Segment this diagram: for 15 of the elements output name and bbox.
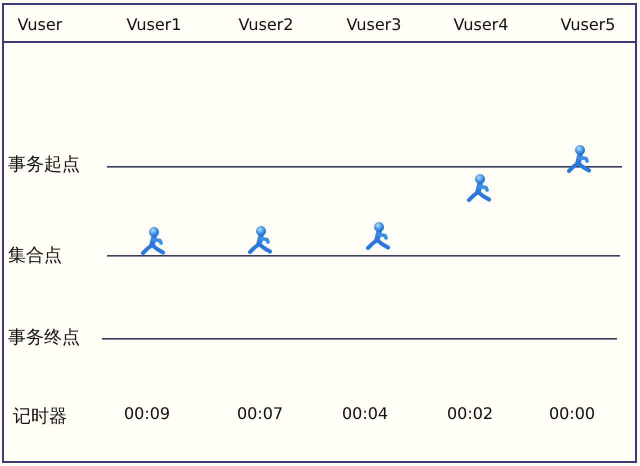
row-label: 事务起点	[8, 154, 80, 176]
column-header: Vuser3	[346, 16, 402, 34]
timer-value: 00:00	[549, 405, 596, 424]
timer-value: 00:09	[124, 405, 170, 424]
row-label: 集合点	[8, 246, 62, 266]
column-header: Vuser2	[238, 16, 294, 34]
column-header: Vuser	[18, 16, 62, 34]
row-label: 事务终点	[8, 328, 80, 348]
timer-value: 00:04	[342, 405, 388, 424]
column-header: Vuser5	[560, 16, 616, 34]
column-header: Vuser1	[126, 16, 182, 34]
timer-value: 00:07	[237, 405, 284, 424]
row-label: 记时器	[13, 406, 67, 428]
timer-value: 00:02	[447, 405, 494, 424]
column-header: Vuser4	[454, 16, 508, 34]
